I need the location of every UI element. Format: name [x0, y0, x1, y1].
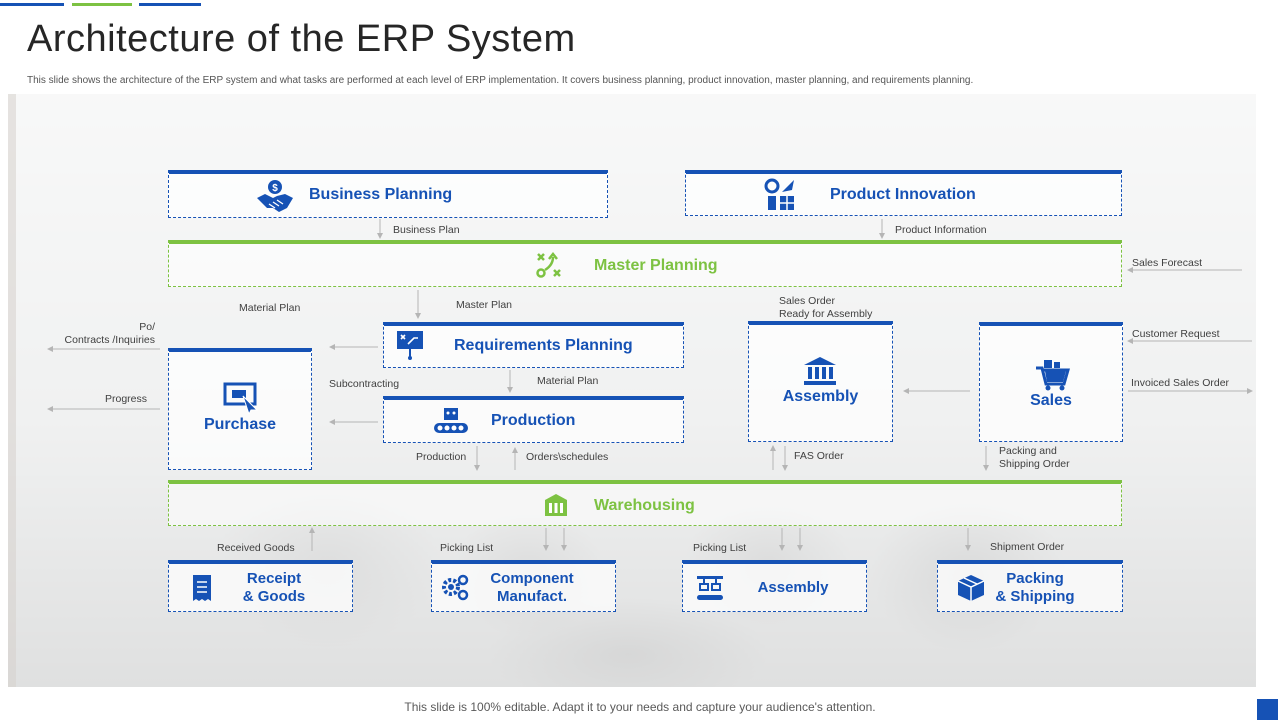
- label-sales-order: Sales Order Ready for Assembly: [779, 295, 872, 321]
- receipt-goods-box: Receipt & Goods: [168, 560, 353, 612]
- label-po-line2: Contracts /Inquiries: [64, 334, 155, 346]
- online-shopping-icon: [223, 382, 259, 414]
- packing-shipping-line2: & Shipping: [995, 588, 1075, 605]
- accent-bar-3: [139, 3, 201, 6]
- purchase-label: Purchase: [203, 416, 277, 433]
- label-subcontracting: Subcontracting: [329, 378, 400, 390]
- assembly-label: Assembly: [782, 388, 859, 405]
- assembly-bottom-label: Assembly: [757, 579, 829, 596]
- accent-bar-1: [0, 3, 64, 6]
- packing-shipping-box: Packing & Shipping: [937, 560, 1123, 612]
- handshake-icon: $: [257, 180, 293, 212]
- sales-label: Sales: [1030, 392, 1072, 409]
- component-manufact-line1: Component: [490, 570, 574, 587]
- label-sales-order-line1: Sales Order: [779, 295, 836, 307]
- innovation-icon: [764, 178, 794, 210]
- label-sales-order-line2: Ready for Assembly: [779, 308, 873, 320]
- warehouse-icon: [545, 494, 567, 516]
- label-business-plan: Business Plan: [393, 224, 460, 236]
- packing-shipping-label: Packing & Shipping: [986, 570, 1084, 606]
- page-title: Architecture of the ERP System: [27, 18, 576, 60]
- label-packing-shipping-order: Packing and Shipping Order: [999, 445, 1070, 471]
- label-po-line1: Po/: [139, 321, 155, 333]
- page-subtitle: This slide shows the architecture of the…: [27, 75, 974, 86]
- label-master-plan: Master Plan: [456, 299, 513, 311]
- packing-shipping-line1: Packing: [1006, 570, 1064, 587]
- label-material-plan-mid: Material Plan: [537, 375, 599, 387]
- label-po-contracts: Po/ Contracts /Inquiries: [40, 321, 155, 347]
- conveyor-icon: [434, 408, 468, 433]
- assembly-line-icon: [697, 576, 723, 600]
- receipt-goods-label: Receipt & Goods: [219, 570, 329, 606]
- warehousing-box: Warehousing: [168, 480, 1122, 526]
- component-manufact-box: Component Manufact.: [431, 560, 616, 612]
- label-fas-order: FAS Order: [794, 450, 844, 462]
- label-picking-list-1: Picking List: [440, 542, 494, 554]
- label-picking-list-2: Picking List: [693, 542, 747, 554]
- assembly-bottom-box: Assembly: [682, 560, 867, 612]
- requirements-planning-label: Requirements Planning: [454, 337, 633, 354]
- assembly-box: Assembly: [748, 321, 893, 442]
- svg-text:$: $: [272, 183, 278, 194]
- label-received-goods: Received Goods: [217, 542, 295, 554]
- corner-square: [1257, 699, 1278, 720]
- sales-box: Sales: [979, 322, 1123, 442]
- product-innovation-box: Product Innovation: [685, 170, 1122, 216]
- label-shipment-order: Shipment Order: [990, 541, 1065, 553]
- label-packing-order-line2: Shipping Order: [999, 458, 1070, 470]
- label-product-information: Product Information: [895, 224, 987, 236]
- master-planning-label: Master Planning: [594, 257, 718, 274]
- gears-icon: [442, 574, 469, 601]
- label-production: Production: [416, 451, 467, 463]
- label-progress: Progress: [105, 393, 148, 405]
- component-manufact-label: Component Manufact.: [472, 570, 592, 606]
- product-innovation-label: Product Innovation: [830, 186, 976, 203]
- package-icon: [957, 575, 985, 601]
- bank-icon: [804, 357, 836, 385]
- receipt-icon: [193, 575, 211, 601]
- label-orders-schedules: Orders\schedules: [526, 451, 609, 463]
- accent-bar-2: [72, 3, 132, 6]
- master-planning-box: Master Planning: [168, 240, 1122, 287]
- business-planning-box: $ Business Planning: [168, 170, 608, 218]
- receipt-goods-line1: Receipt: [246, 570, 302, 587]
- production-box: Production: [383, 396, 684, 443]
- business-planning-label: Business Planning: [309, 186, 453, 203]
- warehousing-label: Warehousing: [594, 497, 695, 514]
- strategy-icon: [536, 251, 561, 278]
- presentation-icon: [397, 331, 423, 360]
- label-customer-request: Customer Request: [1132, 328, 1220, 340]
- label-packing-order-line1: Packing and: [999, 445, 1057, 457]
- label-material-plan-left: Material Plan: [239, 302, 301, 314]
- receipt-goods-line2: & Goods: [242, 588, 306, 605]
- label-invoiced-sales-order: Invoiced Sales Order: [1131, 377, 1230, 389]
- production-label: Production: [491, 412, 576, 429]
- label-sales-forecast: Sales Forecast: [1132, 257, 1203, 269]
- component-manufact-line2: Manufact.: [496, 588, 567, 605]
- shopping-cart-icon: [1036, 360, 1070, 391]
- purchase-box: Purchase: [168, 348, 312, 470]
- requirements-planning-box: Requirements Planning: [383, 322, 684, 368]
- footer-note: This slide is 100% editable. Adapt it to…: [404, 700, 876, 714]
